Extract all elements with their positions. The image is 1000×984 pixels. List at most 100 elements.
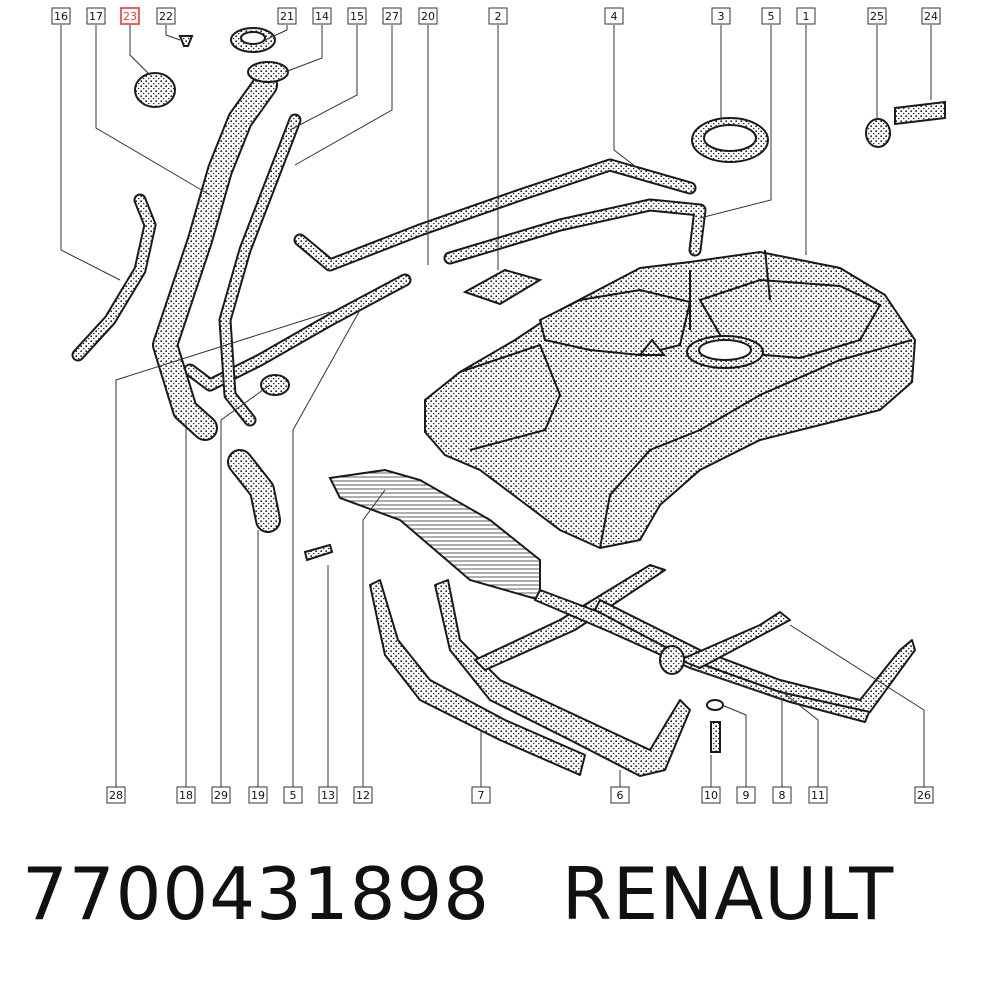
callout-box — [736, 786, 756, 804]
bracket-24 — [894, 100, 946, 126]
callout-number: 11 — [811, 789, 825, 802]
callout-box — [312, 7, 332, 25]
callout-number: 12 — [356, 789, 370, 802]
callout-box — [711, 7, 731, 25]
strap-6 — [434, 579, 691, 777]
callout-number: 26 — [917, 789, 931, 802]
callout-box — [418, 7, 438, 25]
callout-box — [761, 7, 781, 25]
callout-number: 28 — [109, 789, 123, 802]
callout-box — [921, 7, 941, 25]
breather-hose-28 — [183, 273, 412, 392]
callout-box — [176, 786, 196, 804]
callout-number: 9 — [743, 789, 750, 802]
callout-number: 4 — [611, 10, 618, 23]
washer-9 — [706, 699, 724, 711]
callout-number: 10 — [704, 789, 718, 802]
callout-15: 15 — [347, 7, 367, 25]
callout-number: 24 — [924, 10, 938, 23]
callout-24: 24 — [921, 7, 941, 25]
callout-number: 8 — [779, 789, 786, 802]
callout-22: 22 — [156, 7, 176, 25]
callout-number: 5 — [768, 10, 775, 23]
callout-number: 6 — [617, 789, 624, 802]
callout-box — [796, 7, 816, 25]
callout-box — [51, 7, 71, 25]
callout-number: 27 — [385, 10, 399, 23]
callout-17: 17 — [86, 7, 106, 25]
vent-hose-5 — [443, 198, 707, 265]
callout-26: 26 — [914, 786, 934, 804]
callout-number: 7 — [478, 789, 485, 802]
callout-10: 10 — [701, 786, 721, 804]
callout-5: 5 — [761, 7, 781, 25]
callout-3: 3 — [711, 7, 731, 25]
callout-box — [772, 786, 792, 804]
callout-7: 7 — [471, 786, 491, 804]
sleeve-19 — [227, 449, 281, 533]
callout-1: 1 — [796, 7, 816, 25]
callout-box — [808, 786, 828, 804]
callout-box — [277, 7, 297, 25]
callout-number: 17 — [89, 10, 103, 23]
filler-hose-16 — [71, 193, 157, 362]
callout-2: 2 — [488, 7, 508, 25]
callout-number: 18 — [179, 789, 193, 802]
callout-box — [701, 786, 721, 804]
vent-hose-4 — [293, 158, 697, 272]
callout-number: 16 — [54, 10, 68, 23]
callout-number: 21 — [280, 10, 294, 23]
callout-box — [604, 7, 624, 25]
cap-ring-21 — [230, 27, 276, 53]
callout-number: 20 — [421, 10, 435, 23]
callout-box — [353, 786, 373, 804]
clip-25 — [865, 118, 891, 148]
callout-number: 29 — [214, 789, 228, 802]
callout-box — [106, 786, 126, 804]
bolt-13 — [303, 543, 334, 562]
callout-number: 3 — [718, 10, 725, 23]
leader-lines — [60, 25, 932, 787]
callout-box — [120, 7, 140, 25]
callout-28: 28 — [106, 786, 126, 804]
callout-number: 5 — [290, 789, 297, 802]
clip-14 — [247, 61, 289, 83]
callout-4: 4 — [604, 7, 624, 25]
pad-2 — [462, 268, 543, 306]
callout-number: 1 — [803, 10, 810, 23]
strap-7 — [369, 579, 586, 776]
callout-number: 2 — [495, 10, 502, 23]
callout-box — [248, 786, 268, 804]
callout-number: 13 — [321, 789, 335, 802]
callout-5: 5 — [283, 786, 303, 804]
callout-number: 19 — [251, 789, 265, 802]
vent-pipe-15 — [218, 113, 302, 427]
callout-6: 6 — [610, 786, 630, 804]
callout-11: 11 — [808, 786, 828, 804]
part-number: 7700431898 — [22, 852, 491, 936]
fuel-tank — [424, 249, 917, 550]
callout-number: 22 — [159, 10, 173, 23]
screw-22 — [178, 35, 194, 47]
callouts-bottom: 28 18 29 19 5 13 12 7 6 10 9 8 11 26 — [106, 786, 934, 804]
callout-box — [283, 786, 303, 804]
brand-name: RENAULT — [561, 852, 895, 936]
callout-14: 14 — [312, 7, 332, 25]
callout-box — [382, 7, 402, 25]
callout-box — [914, 786, 934, 804]
callout-29: 29 — [211, 786, 231, 804]
callout-25: 25 — [867, 7, 887, 25]
callout-box — [211, 786, 231, 804]
bolt-10 — [710, 721, 721, 753]
callout-12: 12 — [353, 786, 373, 804]
ring-nut-3 — [691, 117, 769, 163]
filler-neck — [152, 72, 278, 441]
hose-clamp-29 — [260, 374, 290, 396]
cross-member — [474, 564, 916, 723]
callout-9: 9 — [736, 786, 756, 804]
callout-box — [347, 7, 367, 25]
callout-box — [156, 7, 176, 25]
callout-box — [488, 7, 508, 25]
